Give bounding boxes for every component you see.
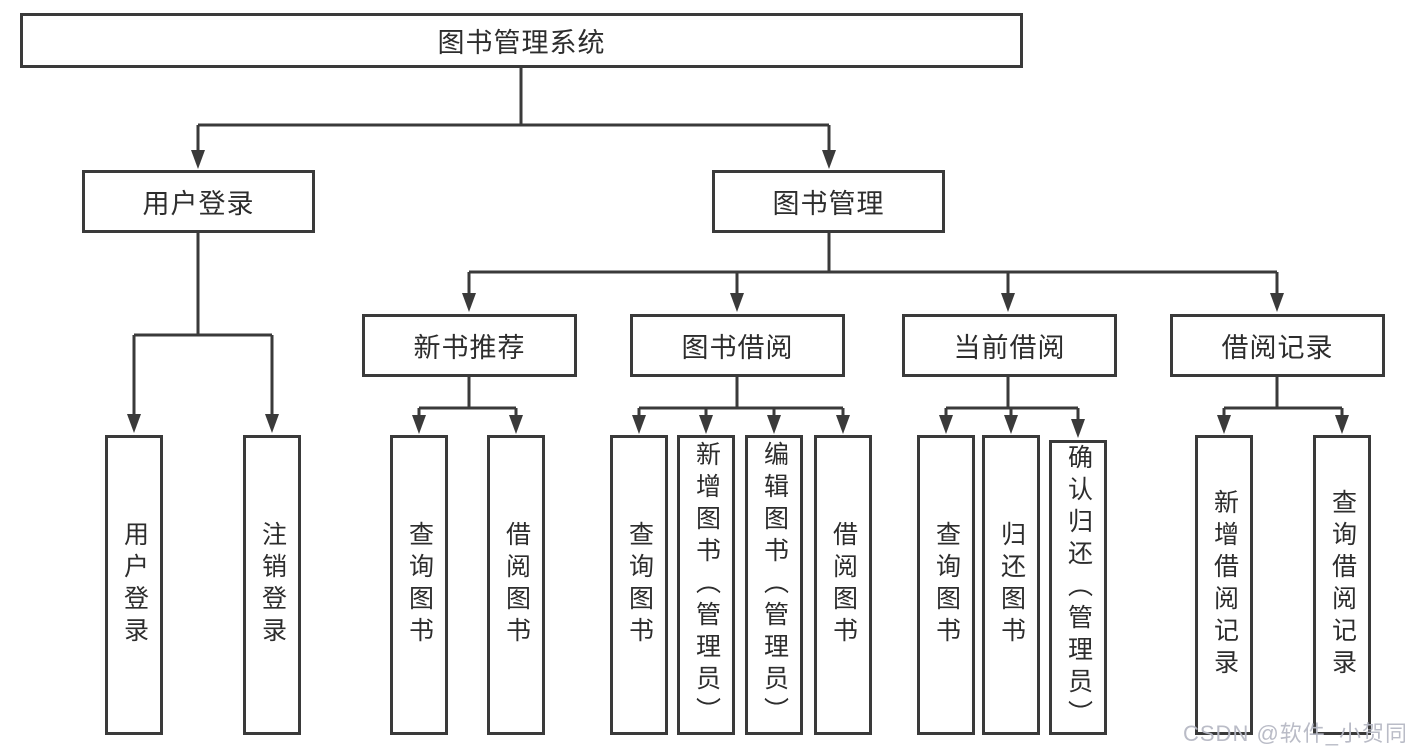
leaf-newbooks-query: 查询图书 <box>390 435 448 735</box>
leaf-current-return: 归还图书 <box>982 435 1040 735</box>
leaf-records-add-label: 新增借阅记录 <box>1210 489 1239 681</box>
node-borrow-records: 借阅记录 <box>1170 314 1385 377</box>
leaf-logout-label: 注销登录 <box>258 521 287 649</box>
leaf-current-confirm: 确认归还（管理员） <box>1049 440 1107 735</box>
leaf-records-query: 查询借阅记录 <box>1313 435 1371 735</box>
connector-new-books-to-leaves <box>412 377 523 434</box>
leaf-newbooks-borrow-label: 借阅图书 <box>502 521 531 649</box>
node-borrow-records-label: 借阅记录 <box>1221 333 1334 363</box>
connector-root-to-level2 <box>191 68 836 169</box>
leaf-current-return-label: 归还图书 <box>997 521 1026 649</box>
leaf-borrow-add-label: 新增图书（管理员） <box>692 441 721 729</box>
node-current-borrow: 当前借阅 <box>902 314 1117 377</box>
node-current-borrow-label: 当前借阅 <box>953 333 1066 363</box>
leaf-borrow-edit: 编辑图书（管理员） <box>745 435 803 735</box>
connector-current-borrow-to-leaves <box>939 377 1085 438</box>
node-book-mgmt-label: 图书管理 <box>772 189 885 219</box>
leaf-user-login: 用户登录 <box>105 435 163 735</box>
leaf-newbooks-borrow: 借阅图书 <box>487 435 545 735</box>
connector-user-login-to-leaves <box>127 233 279 433</box>
leaf-current-query-label: 查询图书 <box>932 521 961 649</box>
connector-book-mgmt-to-level3 <box>462 233 1284 312</box>
leaf-current-query: 查询图书 <box>917 435 975 735</box>
leaf-borrow-add: 新增图书（管理员） <box>677 435 735 735</box>
leaf-logout: 注销登录 <box>243 435 301 735</box>
leaf-borrow-borrow-label: 借阅图书 <box>829 521 858 649</box>
node-root-label: 图书管理系统 <box>437 28 606 58</box>
node-user-login-label: 用户登录 <box>142 189 255 219</box>
node-book-borrow-label: 图书借阅 <box>681 333 794 363</box>
leaf-borrow-borrow: 借阅图书 <box>814 435 872 735</box>
connector-book-borrow-to-leaves <box>632 377 850 434</box>
csdn-watermark: CSDN @软件_小贺同学 <box>1183 721 1405 746</box>
connector-borrow-records-to-leaves <box>1217 377 1349 434</box>
leaf-borrow-query-label: 查询图书 <box>625 521 654 649</box>
leaf-newbooks-query-label: 查询图书 <box>405 521 434 649</box>
leaf-records-add: 新增借阅记录 <box>1195 435 1253 735</box>
node-user-login: 用户登录 <box>82 170 315 233</box>
node-book-borrow: 图书借阅 <box>630 314 845 377</box>
leaf-current-confirm-label: 确认归还（管理员） <box>1064 443 1093 732</box>
leaf-borrow-query: 查询图书 <box>610 435 668 735</box>
node-book-mgmt: 图书管理 <box>712 170 945 233</box>
node-root: 图书管理系统 <box>20 13 1023 68</box>
leaf-borrow-edit-label: 编辑图书（管理员） <box>760 441 789 729</box>
leaf-records-query-label: 查询借阅记录 <box>1328 489 1357 681</box>
leaf-user-login-label: 用户登录 <box>120 521 149 649</box>
node-new-books: 新书推荐 <box>362 314 577 377</box>
node-new-books-label: 新书推荐 <box>413 333 526 363</box>
